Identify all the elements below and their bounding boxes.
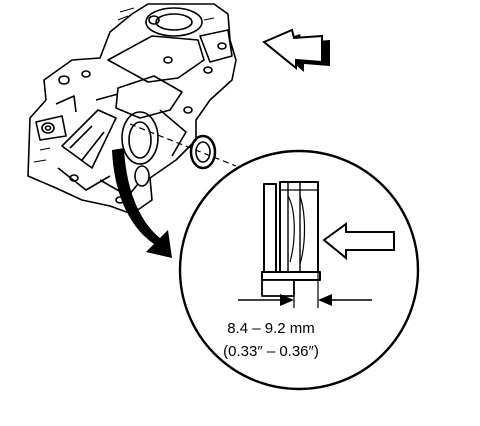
seal-section — [261, 181, 321, 308]
engine-block — [27, 3, 237, 215]
press-direction-arrow — [322, 222, 395, 261]
curved-arrow-icon — [112, 148, 172, 258]
arrow-left-icon — [262, 28, 330, 72]
seal-ring — [189, 134, 217, 170]
dimension-metric-label: 8.4 – 9.2 mm — [227, 320, 315, 337]
dimension-imperial-label: (0.33″ – 0.36″) — [223, 343, 319, 360]
dimension-arrows — [238, 294, 372, 306]
alignment-line — [129, 123, 237, 167]
